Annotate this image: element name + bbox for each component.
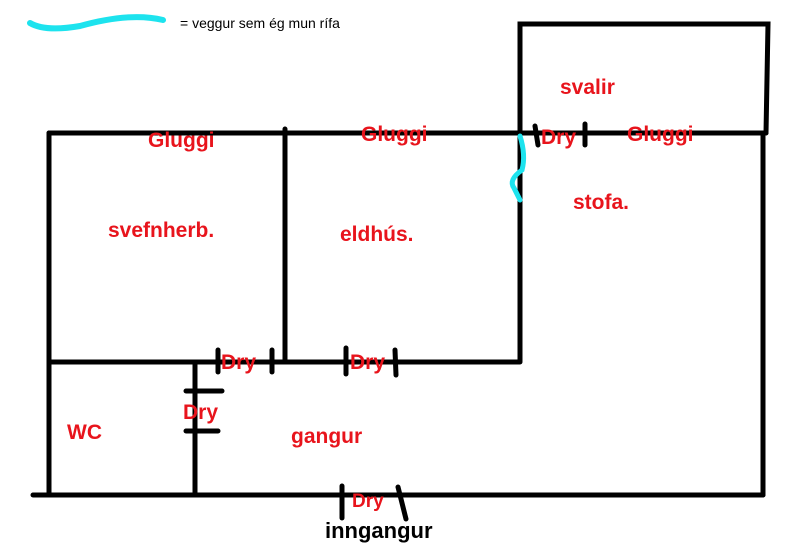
door-label-svefnherb: Dry	[221, 351, 257, 374]
window-label-eldhus: Gluggi	[361, 123, 428, 146]
room-label-stofa: stofa.	[573, 191, 630, 214]
door-label-wc: Dry	[183, 401, 219, 424]
entrance-label: inngangur	[325, 518, 433, 543]
room-label-wc: WC	[67, 421, 102, 444]
room-label-gangur: gangur	[291, 425, 363, 448]
window-label-svefnherb: Gluggi	[148, 129, 215, 152]
door-label-inngangur: Dry	[352, 491, 384, 512]
room-label-eldhus: eldhús.	[340, 223, 414, 246]
door-label-eldhus: Dry	[350, 351, 386, 374]
window-label-stofa: Gluggi	[627, 123, 694, 146]
demolish-wall	[509, 133, 527, 203]
room-label-svalir: svalir	[560, 76, 615, 99]
door-label-svalir: Dry	[541, 126, 577, 149]
legend-stroke	[27, 14, 166, 32]
room-label-svefnherb: svefnherb.	[108, 219, 215, 242]
wall-svalir	[517, 21, 771, 136]
legend-label: = veggur sem ég mun rífa	[180, 15, 340, 31]
